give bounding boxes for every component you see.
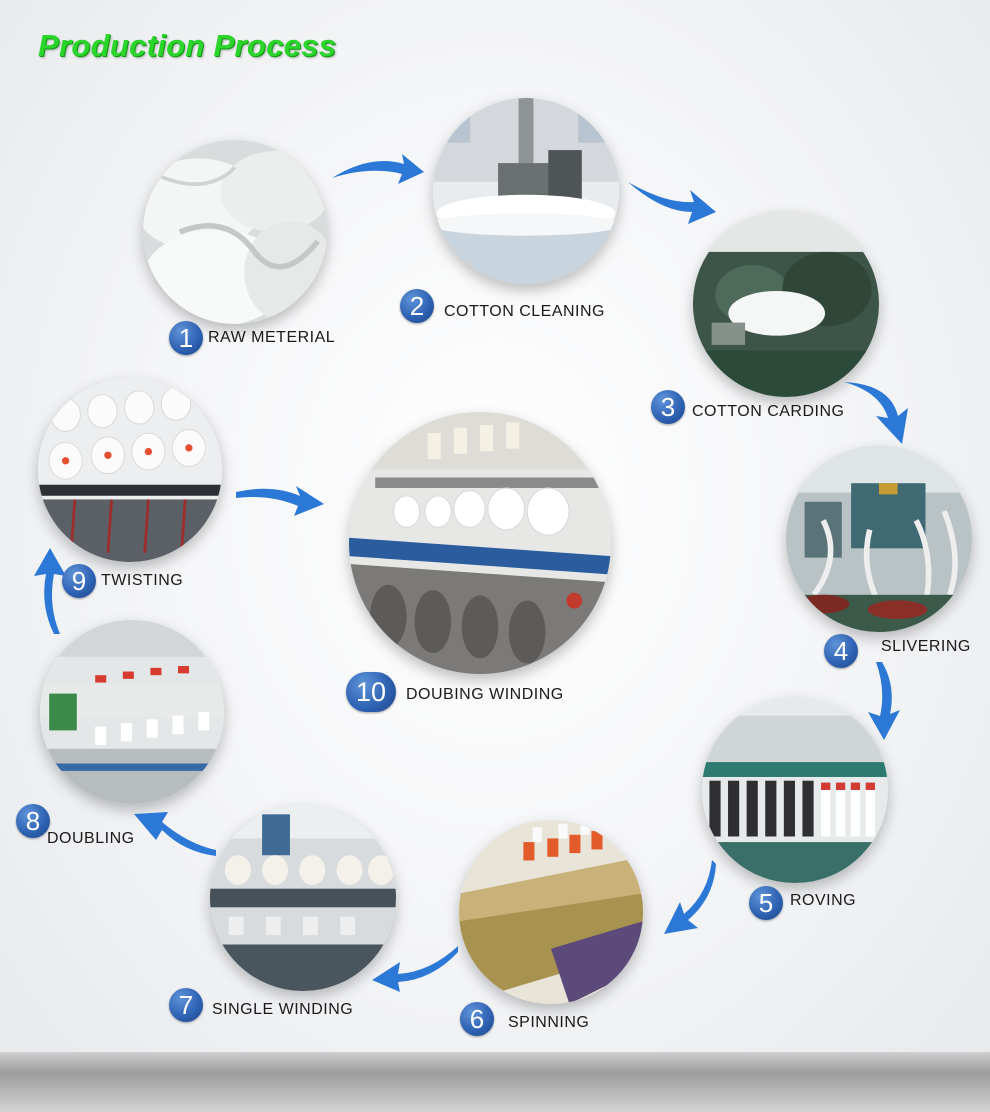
step-7-label: SINGLE WINDING <box>212 1001 354 1018</box>
step-6-badge: 6 <box>460 1002 494 1036</box>
doubling-machine-photo <box>40 620 224 804</box>
bottom-shadow <box>0 1052 990 1112</box>
step-9-label: TWISTING <box>101 572 184 589</box>
arrow-6-to-7-icon <box>370 942 460 992</box>
cleaning-machine-photo <box>433 98 619 284</box>
arrow-1-to-2-icon <box>330 148 426 190</box>
step-8-label: DOUBLING <box>47 830 135 847</box>
carding-machine-photo <box>693 211 879 397</box>
step-6-label: SPINNING <box>508 1014 590 1031</box>
step-2-badge: 2 <box>400 289 434 323</box>
step-3-label: COTTON CARDING <box>692 403 845 420</box>
step-1-badge: 1 <box>169 321 203 355</box>
step-3-badge: 3 <box>651 390 685 424</box>
step-1-label: RAW METERIAL <box>208 329 336 346</box>
winding-machine-photo <box>210 805 396 991</box>
step-2-label: COTTON CLEANING <box>444 303 605 320</box>
step-8-badge: 8 <box>16 804 50 838</box>
page-title: Production Process <box>38 28 337 63</box>
arrow-7-to-8-icon <box>132 808 218 860</box>
step-4-badge: 4 <box>824 634 858 668</box>
step-7-badge: 7 <box>169 988 203 1022</box>
step-10-badge: 10 <box>346 672 396 712</box>
step-4-label: SLIVERING <box>881 638 971 655</box>
arrow-9-to-10-icon <box>234 482 326 518</box>
step-5-label: ROVING <box>790 892 857 909</box>
arrow-8-to-9-icon <box>30 546 70 636</box>
step-9-badge: 9 <box>62 564 96 598</box>
step-5-badge: 5 <box>749 886 783 920</box>
slivering-machine-photo <box>786 446 972 632</box>
doubling-winding-photo <box>349 412 611 674</box>
raw-cotton-photo <box>143 140 327 324</box>
roving-frame-photo <box>702 697 888 883</box>
arrow-4-to-5-icon <box>860 660 902 742</box>
arrow-2-to-3-icon <box>626 178 718 226</box>
twisting-machine-photo <box>38 378 222 562</box>
spinning-frame-photo <box>459 820 643 1004</box>
step-10-label: DOUBING WINDING <box>406 686 564 703</box>
arrow-5-to-6-icon <box>660 858 716 938</box>
arrow-3-to-4-icon <box>842 378 912 448</box>
